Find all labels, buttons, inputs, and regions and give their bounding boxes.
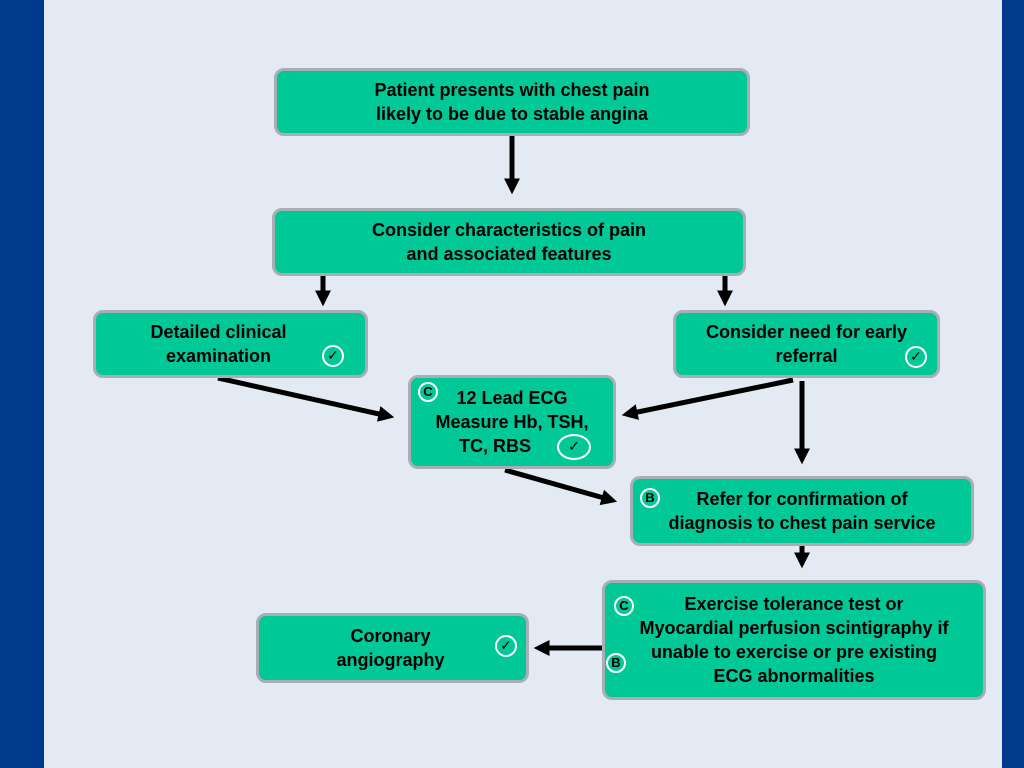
right-side-bar <box>1002 0 1024 768</box>
node-text-line: Consider characteristics of pain <box>371 220 647 240</box>
node-text-line: examination <box>165 346 272 366</box>
node-text-line: and associated features <box>406 244 612 264</box>
recommendation-check-icon: ✓ <box>322 345 344 367</box>
arrow-early-referral-to-ecg <box>621 377 794 420</box>
node-text-line: Measure Hb, TSH, <box>435 412 589 432</box>
arrow-clinical-exam-to-ecg <box>217 375 395 422</box>
node-patient-presents: Patient presents with chest pain likely … <box>274 68 750 136</box>
node-refer-chest-pain-service: Refer for confirmation of diagnosis to c… <box>630 476 974 546</box>
node-text-line: Refer for confirmation of <box>696 489 908 509</box>
recommendation-check-icon: ✓ <box>557 434 591 460</box>
node-text-line: TC, RBS <box>459 436 531 456</box>
node-text-line: angiography <box>336 650 445 670</box>
node-text-line: ECG abnormalities <box>713 666 875 686</box>
arrow-ecg-to-refer <box>504 467 618 506</box>
node-exercise-tolerance-test: Exercise tolerance test or Myocardial pe… <box>602 580 986 700</box>
node-detailed-clinical-examination: Detailed clinical examination ✓ <box>93 310 368 378</box>
node-text-line: Consider need for early <box>705 322 908 342</box>
recommendation-check-icon: ✓ <box>495 635 517 657</box>
recommendation-check-icon: ✓ <box>905 346 927 368</box>
node-ecg-tests: 12 Lead ECG Measure Hb, TSH, TC, RBS C ✓ <box>408 375 616 469</box>
node-text-line: Patient presents with chest pain <box>374 80 650 100</box>
node-text-line: Coronary <box>350 626 431 646</box>
node-text-line: diagnosis to chest pain service <box>668 513 936 533</box>
node-coronary-angiography: Coronary angiography ✓ <box>256 613 529 683</box>
node-text-line: 12 Lead ECG <box>456 388 568 408</box>
node-text-line: unable to exercise or pre existing <box>650 642 938 662</box>
node-text-line: referral <box>775 346 838 366</box>
grade-c-badge: C <box>614 596 634 616</box>
node-consider-early-referral: Consider need for early referral ✓ <box>673 310 940 378</box>
node-consider-characteristics: Consider characteristics of pain and ass… <box>272 208 746 276</box>
grade-b-badge: B <box>606 653 626 673</box>
node-text-line: Detailed clinical <box>150 322 287 342</box>
grade-b-badge: B <box>640 488 660 508</box>
grade-c-badge: C <box>418 382 438 402</box>
node-text-line: Exercise tolerance test or <box>684 594 904 614</box>
node-text-line: Myocardial perfusion scintigraphy if <box>639 618 949 638</box>
left-side-bar <box>0 0 44 768</box>
node-text-line: likely to be due to stable angina <box>375 104 649 124</box>
